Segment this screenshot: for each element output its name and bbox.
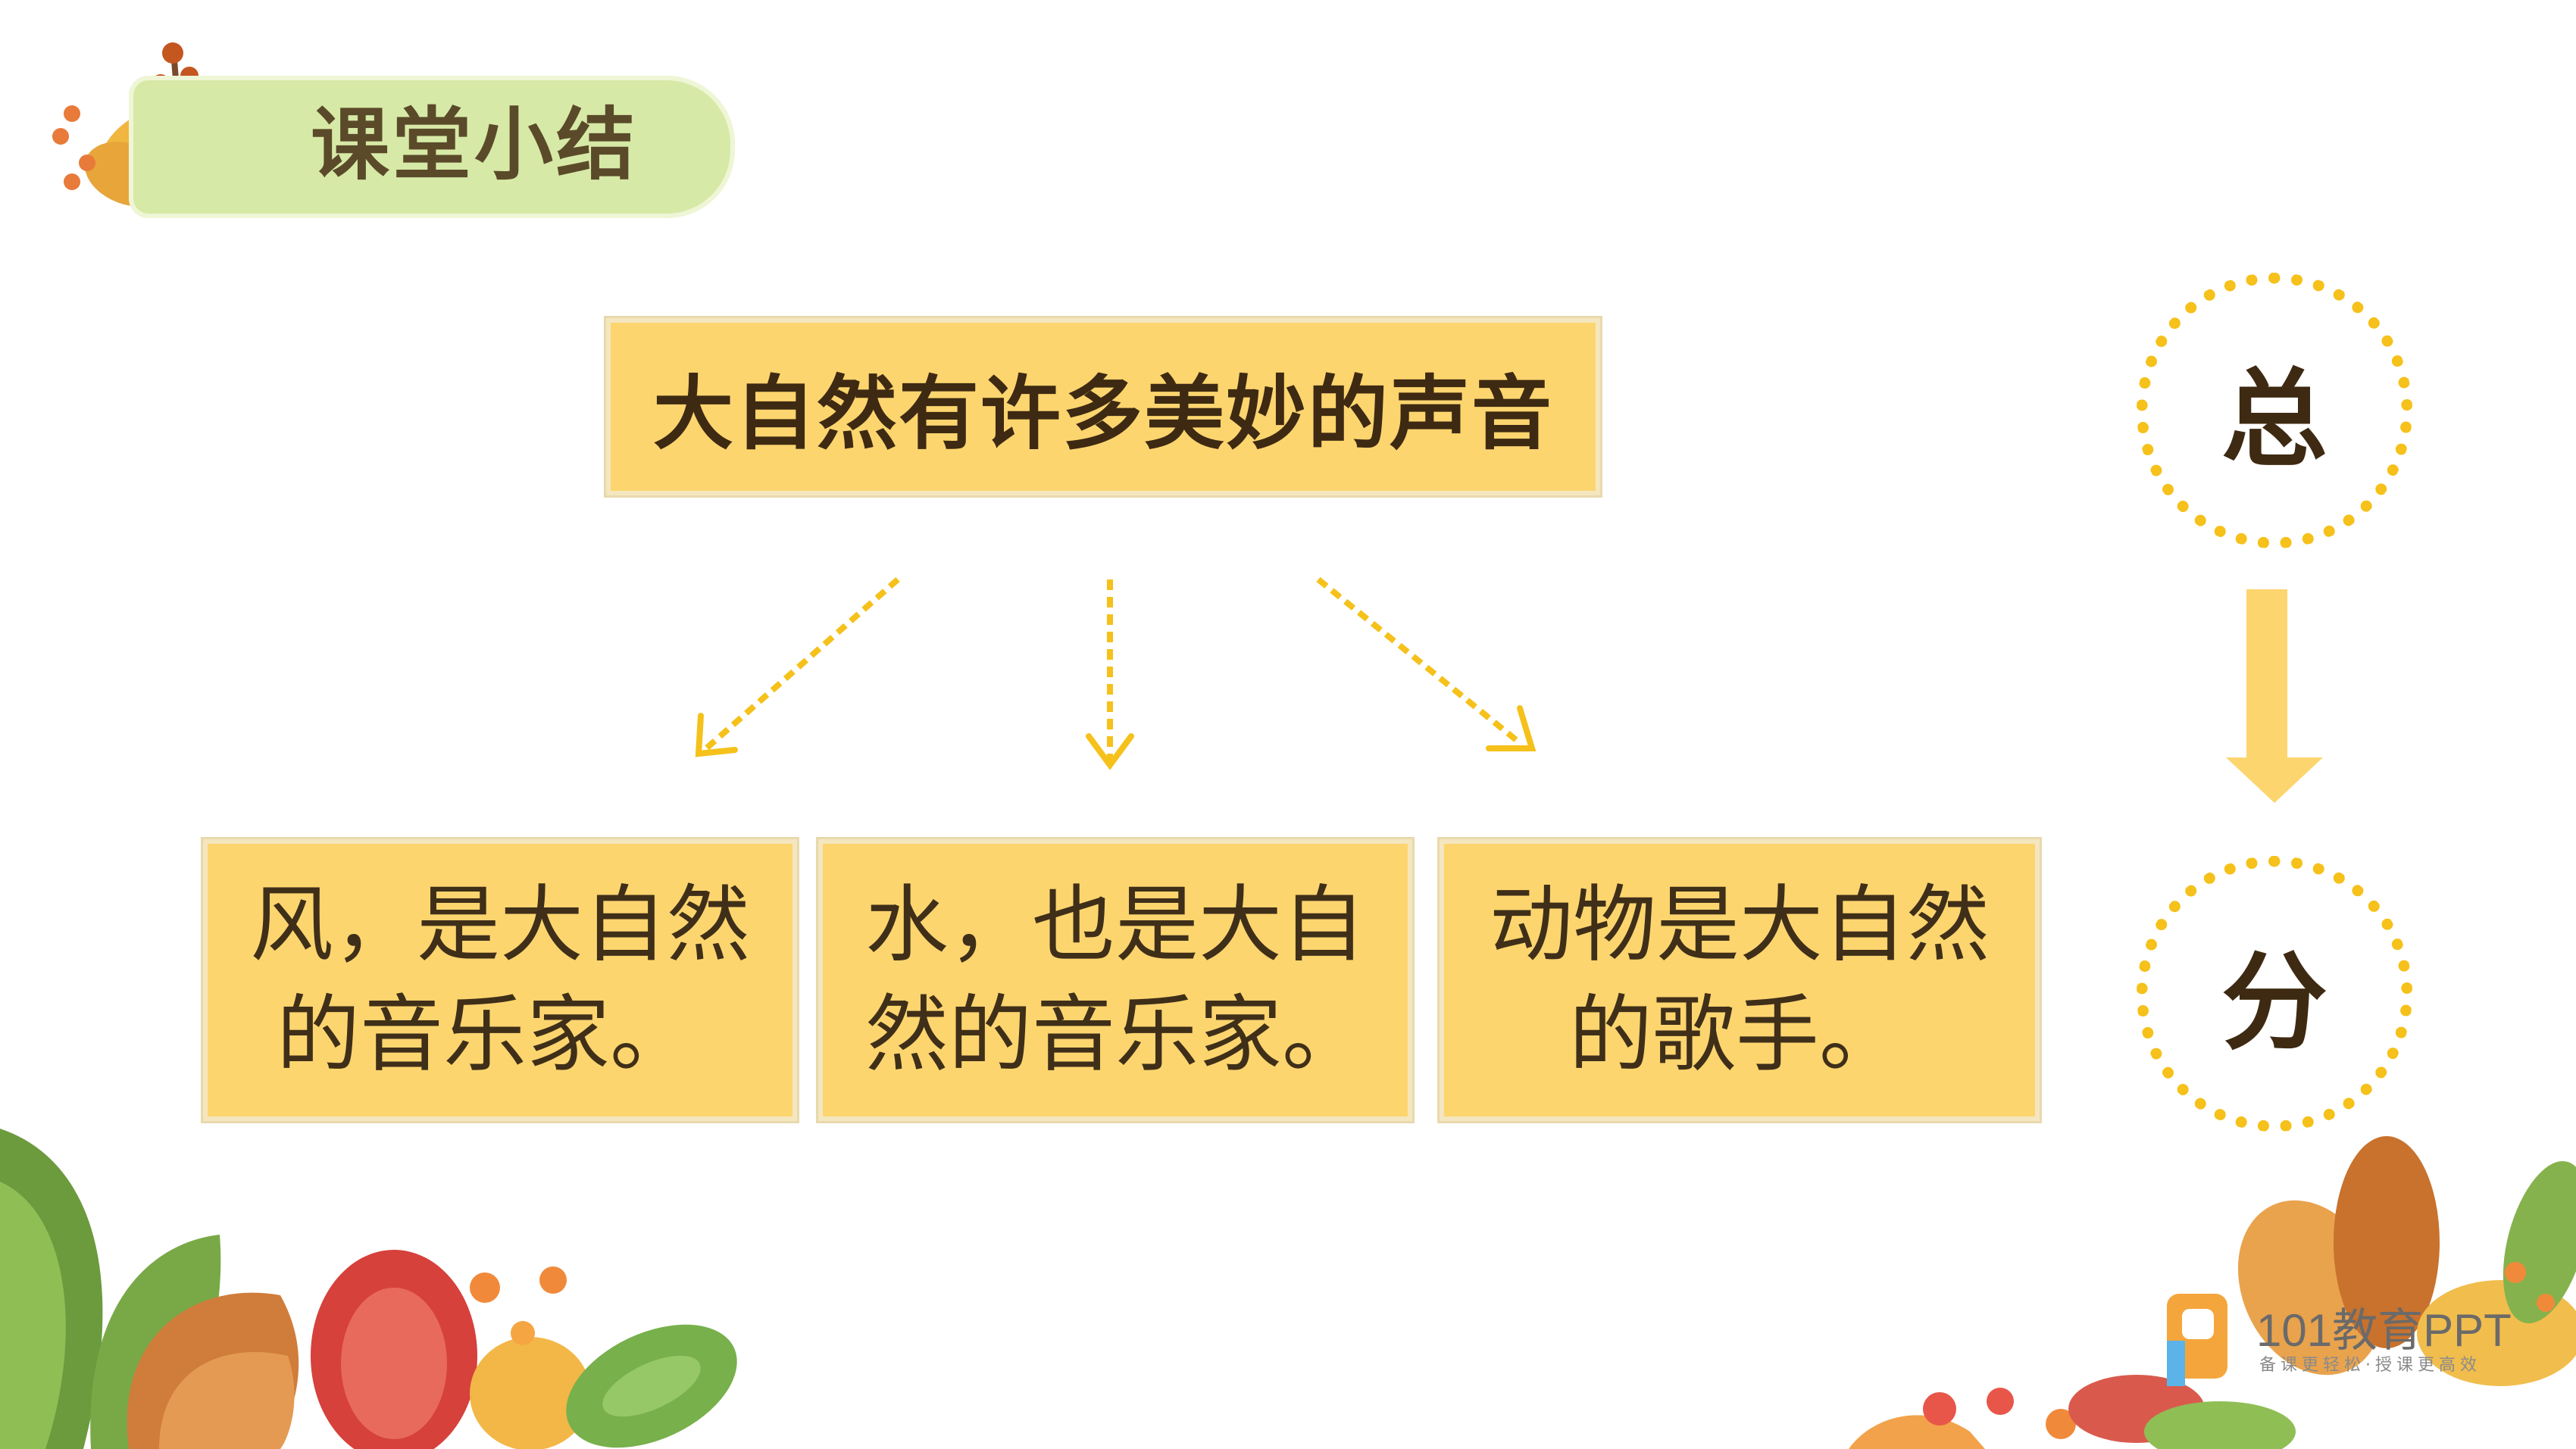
logo-brand-text: 101教育PPT [2256,1305,2512,1356]
section-title: 课堂小结 [311,98,639,191]
summary-circle-total: 总 [2137,273,2412,548]
total-label: 总 [2221,358,2327,482]
section-header-tag [129,76,735,218]
sub-item-text: 水，也是大自 然的音乐家。 [865,876,1365,1083]
down-arrow [2226,589,2323,803]
logo-mark [2167,1294,2227,1386]
summary-circle-parts: 分 [2137,856,2412,1132]
sub-item-text: 动物是大自然 的歌手。 [1490,876,1990,1083]
parts-label: 分 [2221,942,2327,1065]
main-statement-text: 大自然有许多美妙的声音 [653,367,1553,461]
sub-item-box-water: 水，也是大自 然的音乐家。 [818,839,1412,1121]
bottom-left-foliage [0,1129,737,1449]
main-statement-box: 大自然有许多美妙的声音 [606,318,1600,495]
arrow-heads [695,705,1537,770]
logo-slogan-text: 备课更轻松·授课更高效 [2259,1356,2481,1375]
branch-arrows [702,576,1521,761]
sub-item-text: 风，是大自然 的音乐家。 [250,876,750,1083]
sub-item-box-wind: 风，是大自然 的音乐家。 [203,839,797,1121]
bottom-right-foliage [1849,1136,2576,1449]
sub-item-box-animals: 动物是大自然 的歌手。 [1440,839,2040,1121]
